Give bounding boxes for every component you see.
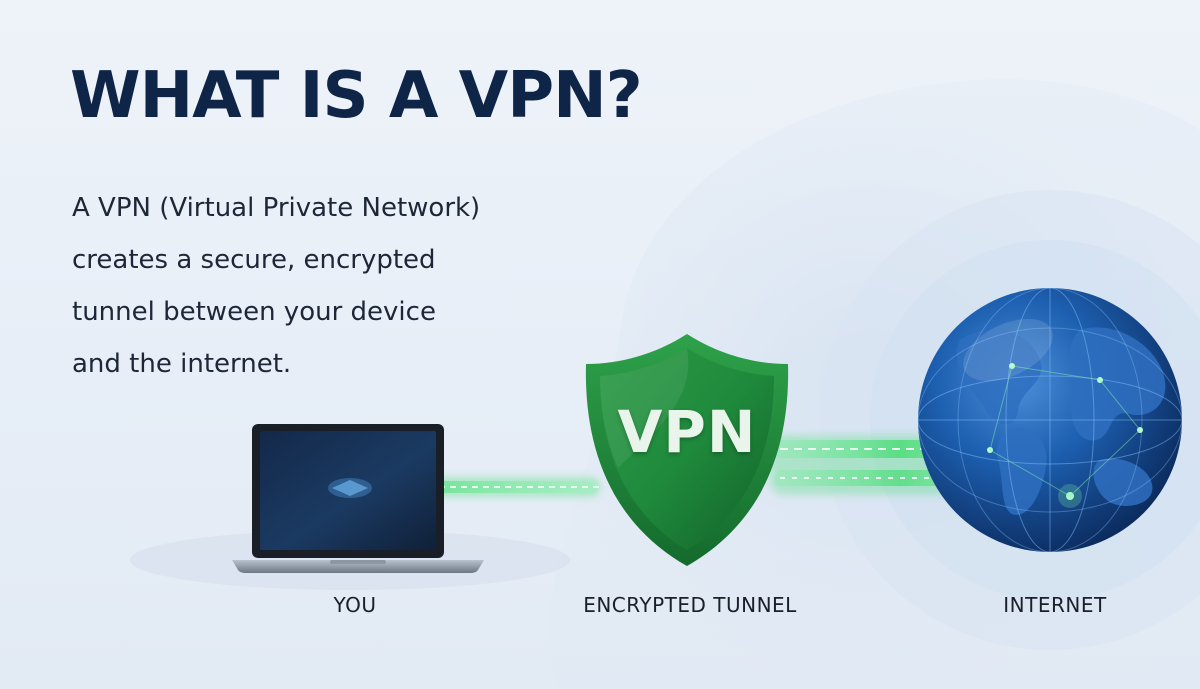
page-title: WHAT IS A VPN? bbox=[70, 59, 643, 133]
caption-you: YOU bbox=[333, 593, 377, 617]
caption-internet: INTERNET bbox=[1003, 593, 1107, 617]
laptop-icon bbox=[232, 424, 484, 573]
vpn-description: A VPN (Virtual Private Network) creates … bbox=[72, 182, 552, 390]
description-line: and the internet. bbox=[72, 349, 292, 379]
vpn-shield-label: VPN bbox=[617, 398, 757, 466]
description-line: A VPN (Virtual Private Network) bbox=[72, 193, 481, 223]
shield-icon bbox=[585, 334, 789, 566]
caption-encrypted-tunnel: ENCRYPTED TUNNEL bbox=[583, 593, 797, 617]
description-line: tunnel between your device bbox=[72, 297, 436, 327]
description-line: creates a secure, encrypted bbox=[72, 245, 436, 275]
globe-icon bbox=[918, 288, 1182, 552]
